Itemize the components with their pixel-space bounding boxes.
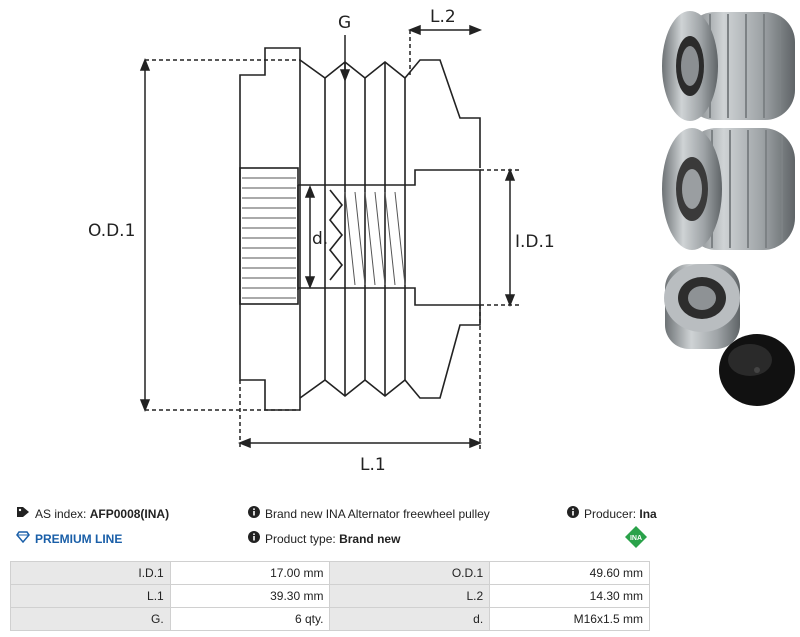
product-info: AS index: AFP0008(INA) PREMIUM LINE Bran…: [0, 500, 800, 560]
spec-table: I.D.1 17.00 mm O.D.1 49.60 mm L.1 39.30 …: [10, 561, 650, 631]
spec-label: L.1: [10, 584, 171, 608]
description: Brand new INA Alternator freewheel pulle…: [248, 506, 490, 521]
spec-value: 14.30 mm: [489, 584, 650, 608]
dust-cap-photo: [719, 334, 795, 406]
product-type-value: Brand new: [339, 531, 401, 546]
diamond-icon: [16, 531, 30, 546]
label-id1: I.D.1: [515, 232, 555, 252]
ina-logo-text: INA: [630, 535, 642, 542]
spec-label: d.: [329, 607, 491, 631]
table-row: L.1 39.30 mm L.2 14.30 mm: [10, 584, 650, 608]
label-g: G: [338, 13, 351, 33]
tag-icon: [16, 506, 30, 521]
producer: Producer: Ina: [567, 506, 657, 521]
label-od1: O.D.1: [88, 221, 135, 241]
spec-value: 17.00 mm: [169, 561, 331, 585]
ina-logo: INA: [624, 525, 648, 549]
spec-label: G.: [10, 607, 171, 631]
as-index: AS index: AFP0008(INA): [16, 506, 169, 521]
pulley-photo-3: [664, 264, 740, 349]
info-icon: [248, 531, 260, 546]
spec-label: L.2: [329, 584, 491, 608]
spec-value: 6 qty.: [169, 607, 331, 631]
table-row: G. 6 qty. d. M16x1.5 mm: [10, 607, 650, 631]
spec-value: M16x1.5 mm: [489, 607, 650, 631]
pulley-photo-2: [662, 128, 795, 250]
product-photos: [650, 0, 800, 485]
label-d: d.: [312, 229, 328, 249]
table-row: I.D.1 17.00 mm O.D.1 49.60 mm: [10, 561, 650, 585]
info-icon: [567, 506, 579, 521]
premium-line-badge: PREMIUM LINE: [16, 531, 122, 546]
info-icon: [248, 506, 260, 521]
label-l1: L.1: [360, 455, 386, 475]
producer-value: Ina: [639, 506, 657, 521]
as-index-value: AFP0008(INA): [89, 506, 170, 521]
spec-value: 49.60 mm: [489, 561, 650, 585]
spec-label: O.D.1: [329, 561, 491, 585]
technical-drawing: G L.2 O.D.1 d. I.D.1 L.1: [88, 7, 555, 475]
product-type: Product type: Brand new: [248, 531, 400, 546]
spec-value: 39.30 mm: [169, 584, 331, 608]
pulley-photo-1: [662, 11, 795, 121]
spec-label: I.D.1: [10, 561, 171, 585]
label-l2: L.2: [430, 7, 456, 27]
